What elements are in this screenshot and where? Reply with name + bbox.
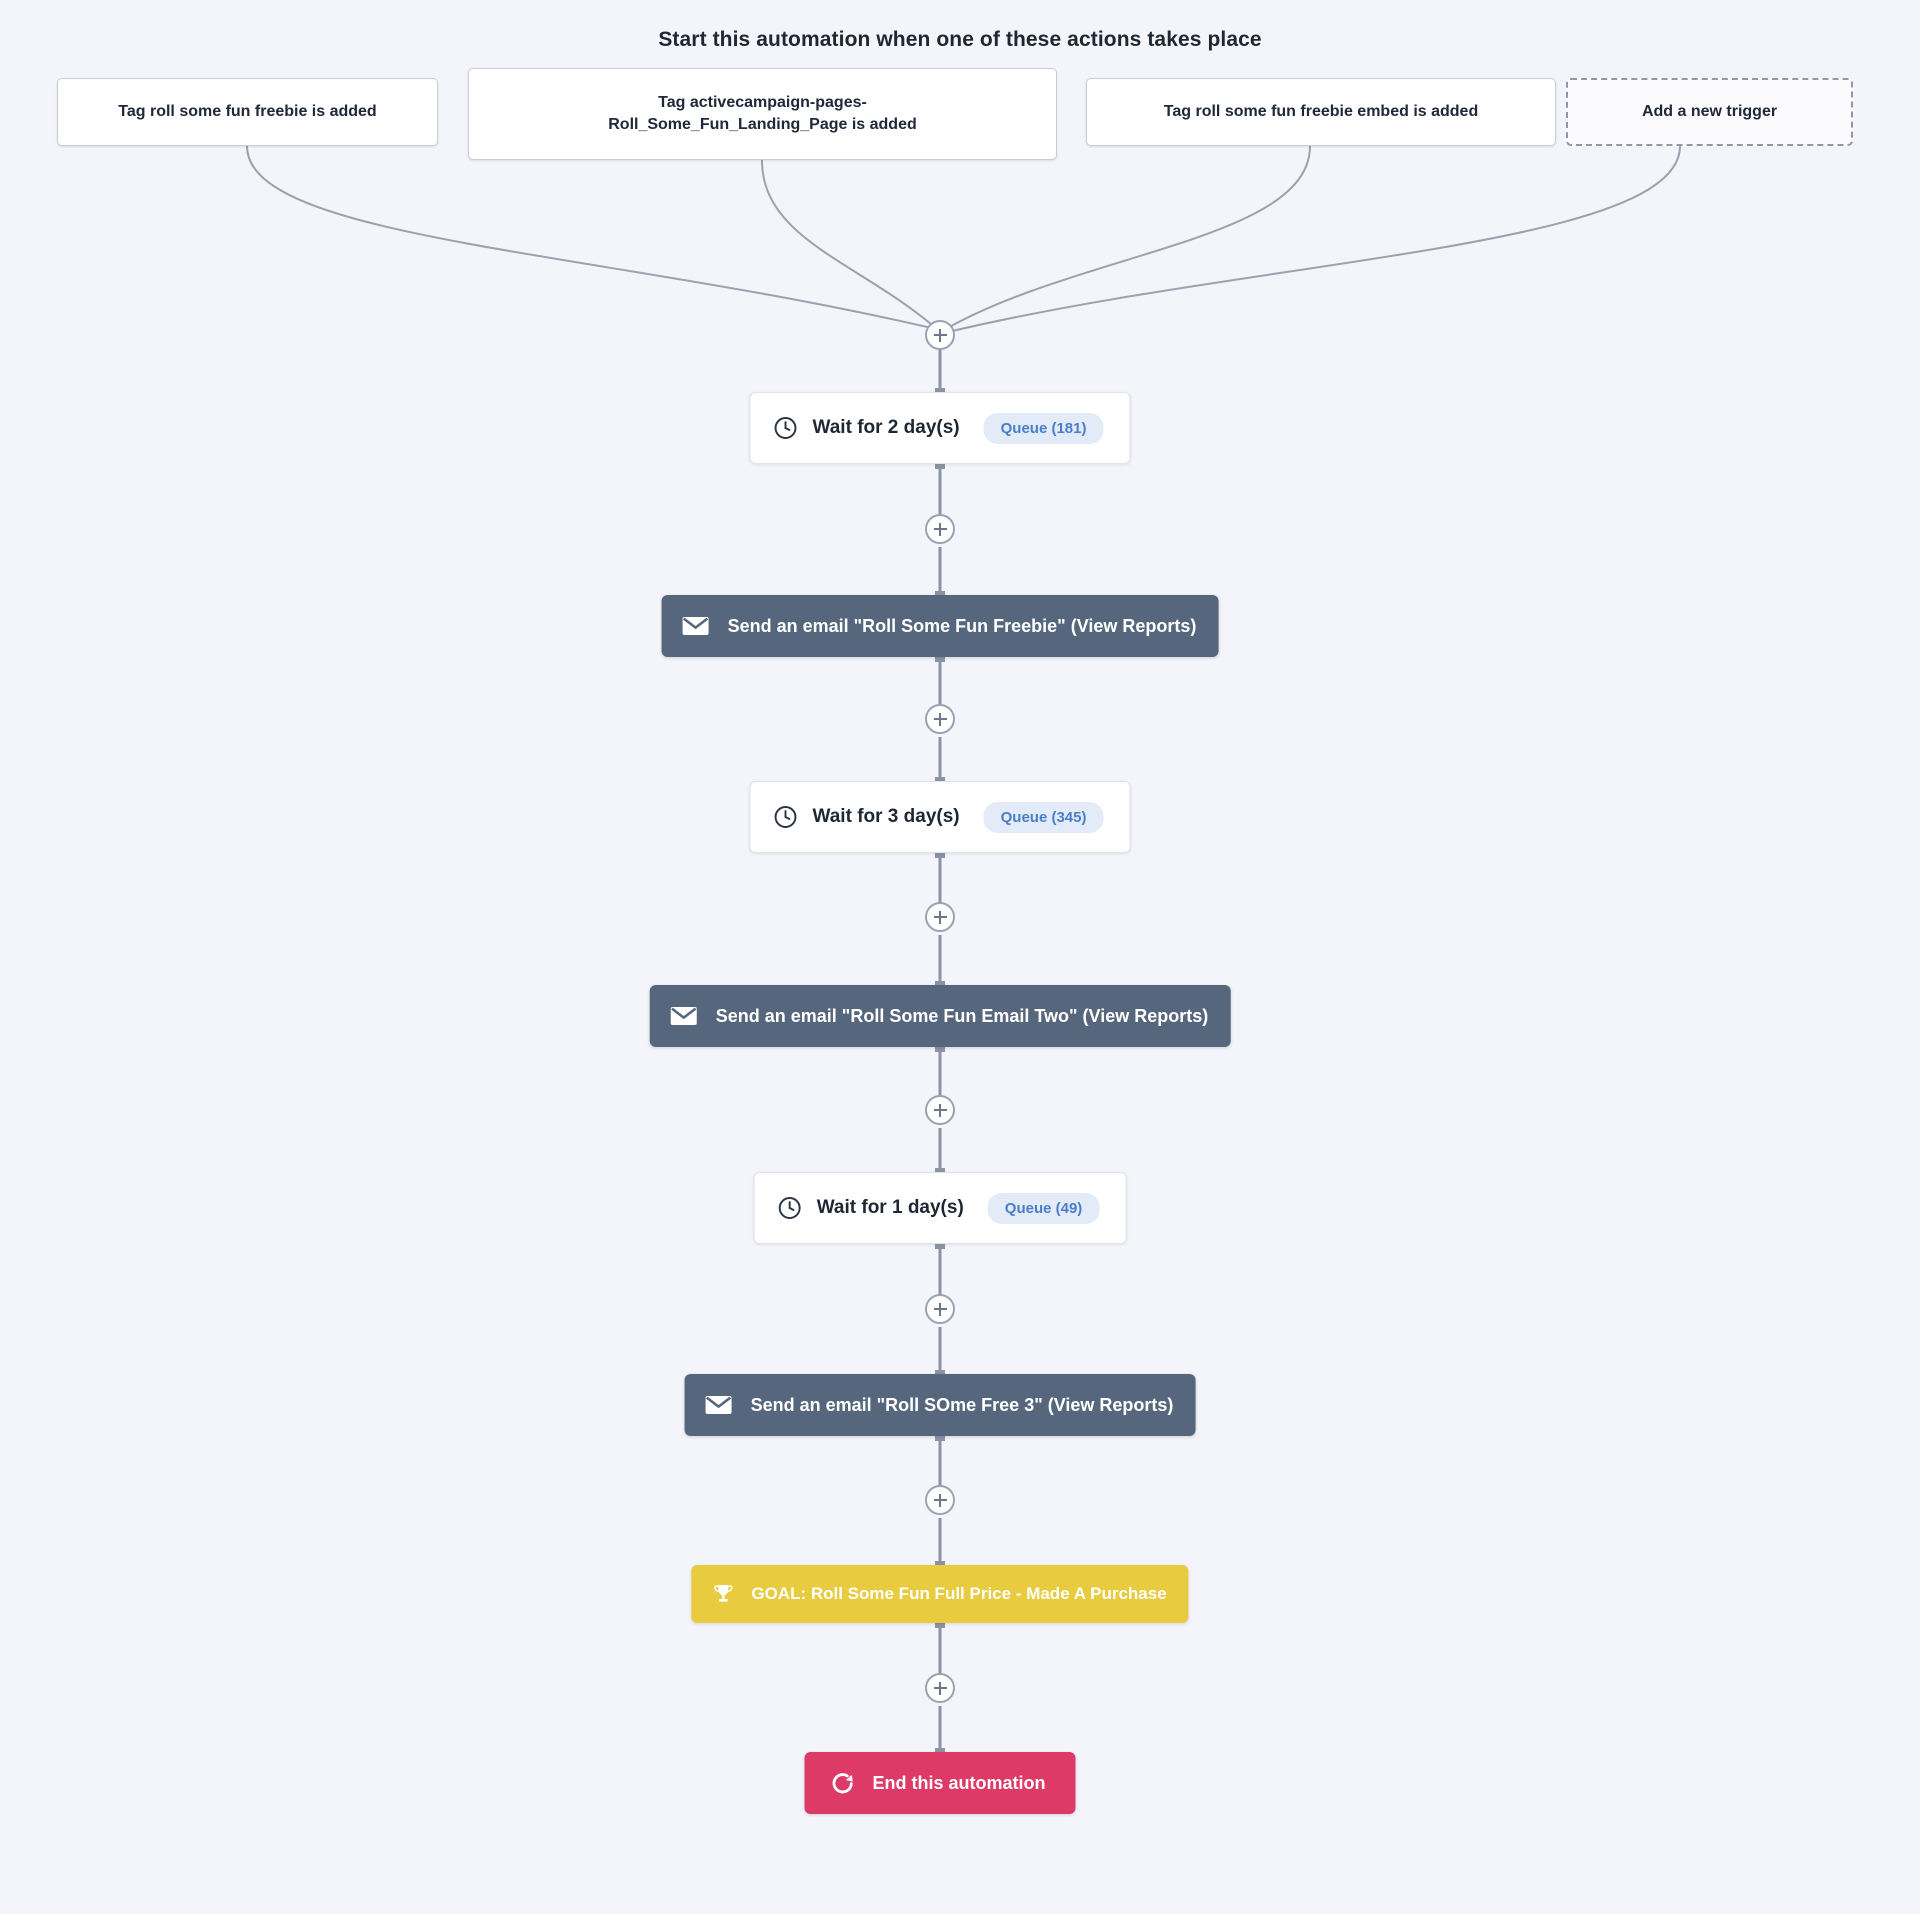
add-step-button-7[interactable] <box>925 1673 955 1703</box>
step-send-email-roll-some-free-3[interactable]: Send an email "Roll SOme Free 3" (View R… <box>684 1374 1196 1436</box>
trophy-icon <box>714 1585 733 1602</box>
step-end-automation[interactable]: End this automation <box>804 1752 1076 1814</box>
queue-badge[interactable]: Queue (181) <box>983 412 1104 444</box>
trigger-label: Tag roll some fun freebie is added <box>118 103 377 121</box>
clock-icon <box>774 417 797 439</box>
end-automation-icon <box>832 1773 853 1794</box>
step-wait-1-day[interactable]: Wait for 1 day(s) Queue (49) <box>753 1172 1127 1244</box>
trigger-card-tag-landing-page[interactable]: Tag activecampaign-pages- Roll_Some_Fun_… <box>468 68 1057 160</box>
step-label: Wait for 1 day(s) <box>816 1197 964 1218</box>
trigger-card-tag-freebie-embed[interactable]: Tag roll some fun freebie embed is added <box>1086 78 1556 146</box>
trigger-card-tag-freebie[interactable]: Tag roll some fun freebie is added <box>57 78 438 146</box>
step-send-email-roll-some-fun-freebie[interactable]: Send an email "Roll Some Fun Freebie" (V… <box>661 595 1219 657</box>
page-title: Start this automation when one of these … <box>658 28 1262 51</box>
trigger-label-line1: Tag activecampaign-pages- <box>658 94 867 112</box>
step-label: Wait for 3 day(s) <box>812 806 960 827</box>
step-wait-3-days[interactable]: Wait for 3 day(s) Queue (345) <box>749 781 1131 853</box>
add-step-button-5[interactable] <box>925 1294 955 1324</box>
mail-icon <box>670 1007 697 1025</box>
add-step-button-1[interactable] <box>925 514 955 544</box>
add-trigger-label: Add a new trigger <box>1641 103 1778 121</box>
mail-icon <box>682 617 709 635</box>
add-step-button-6[interactable] <box>925 1485 955 1515</box>
step-goal-made-a-purchase[interactable]: GOAL: Roll Some Fun Full Price - Made A … <box>691 1565 1189 1623</box>
step-label: End this automation <box>872 1772 1046 1793</box>
queue-badge[interactable]: Queue (49) <box>987 1192 1100 1224</box>
wire-trigger-2 <box>943 145 1311 331</box>
clock-icon <box>774 806 797 828</box>
queue-badge[interactable]: Queue (345) <box>983 801 1104 833</box>
step-label: Send an email "Roll SOme Free 3" (View R… <box>750 1394 1174 1415</box>
add-step-button-2[interactable] <box>925 704 955 734</box>
step-label: Send an email "Roll Some Fun Email Two" … <box>715 1005 1209 1026</box>
mail-icon <box>705 1396 732 1414</box>
add-step-button-4[interactable] <box>925 1095 955 1125</box>
add-new-trigger-button[interactable]: Add a new trigger <box>1566 78 1853 146</box>
add-step-button-0[interactable] <box>925 320 955 350</box>
trigger-label-line2: Roll_Some_Fun_Landing_Page is added <box>608 116 917 133</box>
step-label: Send an email "Roll Some Fun Freebie" (V… <box>727 615 1197 636</box>
step-send-email-roll-some-fun-email-two[interactable]: Send an email "Roll Some Fun Email Two" … <box>649 985 1231 1047</box>
step-label: Wait for 2 day(s) <box>812 417 960 438</box>
wire-trigger-1 <box>761 159 939 331</box>
trigger-label: Tag activecampaign-pages- Roll_Some_Fun_… <box>608 92 917 135</box>
clock-icon <box>778 1197 801 1219</box>
step-wait-2-days[interactable]: Wait for 2 day(s) Queue (181) <box>749 392 1131 464</box>
step-label: GOAL: Roll Some Fun Full Price - Made A … <box>751 1584 1167 1603</box>
wire-trigger-0 <box>246 145 941 331</box>
trigger-label: Tag roll some fun freebie embed is added <box>1163 103 1479 121</box>
wire-trigger-3 <box>947 145 1681 333</box>
add-step-button-3[interactable] <box>925 902 955 932</box>
